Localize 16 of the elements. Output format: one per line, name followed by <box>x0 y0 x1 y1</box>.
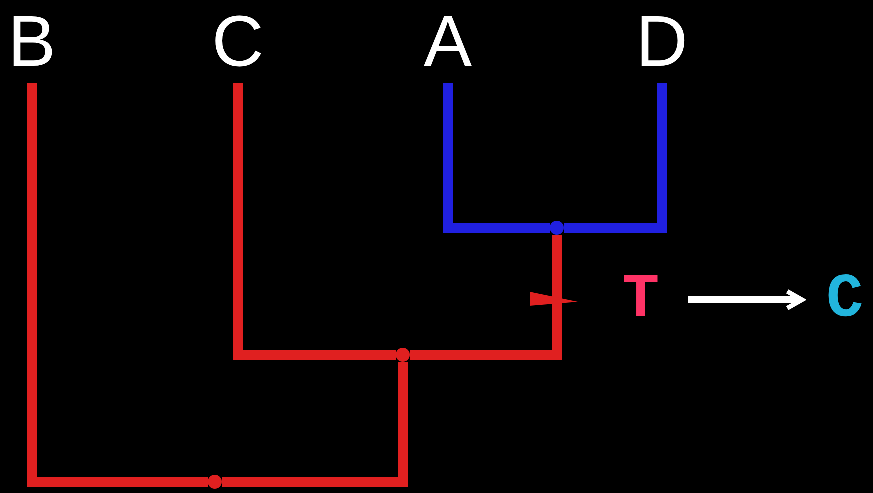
branch-point <box>550 221 564 235</box>
tree-branch <box>410 235 562 360</box>
arrow <box>688 289 804 311</box>
tree-branch <box>222 362 408 487</box>
taxon-label: A <box>420 7 476 77</box>
branch-point <box>396 348 410 362</box>
branch-point <box>208 475 222 489</box>
tree-branch <box>233 83 396 360</box>
tree-branch <box>564 83 667 233</box>
taxon-label: C <box>210 7 266 77</box>
taxon-label: D <box>634 7 690 77</box>
nucleotide-label: C <box>822 272 868 328</box>
tree-branch <box>443 83 550 233</box>
tree-branch <box>27 83 208 487</box>
taxon-label: B <box>4 7 60 77</box>
nucleotide-label: T <box>618 272 664 328</box>
